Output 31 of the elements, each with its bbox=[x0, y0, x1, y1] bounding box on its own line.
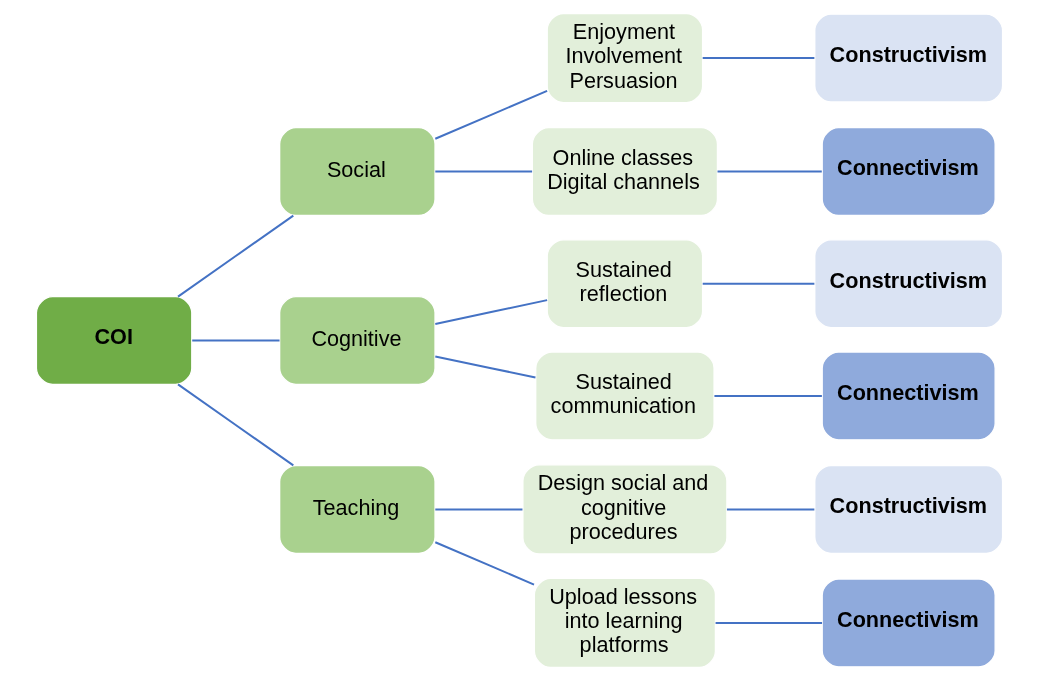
node-box: Social bbox=[278, 127, 436, 217]
connector bbox=[176, 383, 294, 467]
node-box: Upload lessons into learning platforms bbox=[533, 577, 716, 669]
connector bbox=[434, 299, 547, 326]
node-box: Constructivism bbox=[813, 13, 1003, 103]
connector bbox=[702, 282, 814, 285]
node-box: Constructivism bbox=[813, 464, 1003, 554]
node-box: Sustained reflection bbox=[546, 239, 703, 329]
node-box: Design social and cognitive procedures bbox=[521, 464, 728, 555]
node-box: Connectivism bbox=[821, 578, 996, 668]
node-box: Sustained communication bbox=[534, 351, 715, 441]
connector bbox=[702, 57, 814, 60]
connector bbox=[434, 508, 522, 511]
connector bbox=[191, 339, 280, 342]
connector bbox=[434, 89, 547, 140]
connector bbox=[176, 214, 294, 298]
connector bbox=[434, 355, 536, 379]
node-box: Constructivism bbox=[813, 239, 1003, 329]
connector bbox=[726, 508, 814, 511]
node-box: Online classes Digital channels bbox=[531, 127, 718, 217]
node-box: Enjoyment Involvement Persuasion bbox=[546, 12, 703, 104]
node-box: Connectivism bbox=[821, 351, 996, 441]
node-box: Connectivism bbox=[821, 127, 996, 217]
node-box: COI bbox=[35, 295, 192, 386]
connector bbox=[713, 394, 822, 397]
connector bbox=[717, 170, 822, 173]
node-box: Teaching bbox=[278, 464, 436, 554]
connector bbox=[715, 621, 822, 624]
node-box: Cognitive bbox=[278, 295, 436, 386]
connector bbox=[434, 170, 532, 173]
connector bbox=[434, 541, 534, 586]
